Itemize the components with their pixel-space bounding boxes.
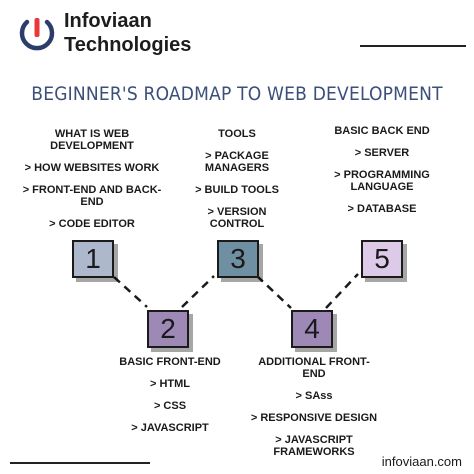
step-1-topic: > CODE EDITOR <box>49 218 135 230</box>
step-1-topic: WHAT IS WEB DEVELOPMENT <box>50 128 134 152</box>
step-1-topic: > FRONT-END AND BACK-END <box>22 184 162 208</box>
infoviaan-logo-icon <box>19 18 55 51</box>
step-1-topics: WHAT IS WEB DEVELOPMENT > HOW WEBSITES W… <box>18 128 166 240</box>
step-3-topic: > VERSION CONTROL <box>207 206 267 230</box>
step-5-topic: > SERVER <box>354 147 410 159</box>
step-3-topic: TOOLS <box>218 128 256 140</box>
step-5-number: 5 <box>374 243 390 274</box>
step-5-topic: > DATABASE <box>347 203 417 215</box>
step-4-topic: ADDITIONAL FRONT-END <box>258 356 370 380</box>
step-2-topic: > CSS <box>153 400 187 412</box>
brand-name-line2: Technologies <box>64 34 192 56</box>
step-4-topic: > SAss <box>295 390 333 402</box>
brand-name-line1: Infoviaan <box>64 10 152 32</box>
step-3-topics: TOOLS > PACKAGE MANAGERS > BUILD TOOLS >… <box>188 128 286 240</box>
step-4-number: 4 <box>304 313 320 344</box>
step-3-number: 3 <box>230 243 246 274</box>
footer-website: infoviaan.com <box>381 454 462 469</box>
step-3-topic: > BUILD TOOLS <box>195 184 279 196</box>
step-2-topic: BASIC FRONT-END <box>119 356 221 368</box>
step-4-box: 4 <box>291 310 333 348</box>
step-2-box: 2 <box>147 310 189 348</box>
page-title: BEGINNER'S ROADMAP TO WEB DEVELOPMENT <box>31 83 443 105</box>
step-1-topic: > HOW WEBSITES WORK <box>24 162 160 174</box>
step-5-topic: BASIC BACK END <box>334 125 430 137</box>
step-5-topics: BASIC BACK END > SERVER > PROGRAMMING LA… <box>322 125 442 225</box>
step-3-box: 3 <box>217 240 259 278</box>
step-4-topics: ADDITIONAL FRONT-END > SAss > RESPONSIVE… <box>250 356 378 468</box>
step-5-box: 5 <box>361 240 403 278</box>
step-2-topic: > HTML <box>149 378 191 390</box>
step-2-topic: > JAVASCRIPT <box>131 422 209 434</box>
header-divider <box>360 45 466 47</box>
step-3-topic: > PACKAGE MANAGERS <box>204 150 270 174</box>
step-1-number: 1 <box>85 243 101 274</box>
step-1-box: 1 <box>72 240 114 278</box>
step-2-topics: BASIC FRONT-END > HTML > CSS > JAVASCRIP… <box>118 356 222 444</box>
footer-divider <box>10 462 150 464</box>
step-5-topic: > PROGRAMMING LANGUAGE <box>334 169 430 193</box>
step-2-number: 2 <box>160 313 176 344</box>
step-4-topic: > JAVASCRIPT FRAMEWORKS <box>273 434 355 458</box>
step-4-topic: > RESPONSIVE DESIGN <box>250 412 378 424</box>
